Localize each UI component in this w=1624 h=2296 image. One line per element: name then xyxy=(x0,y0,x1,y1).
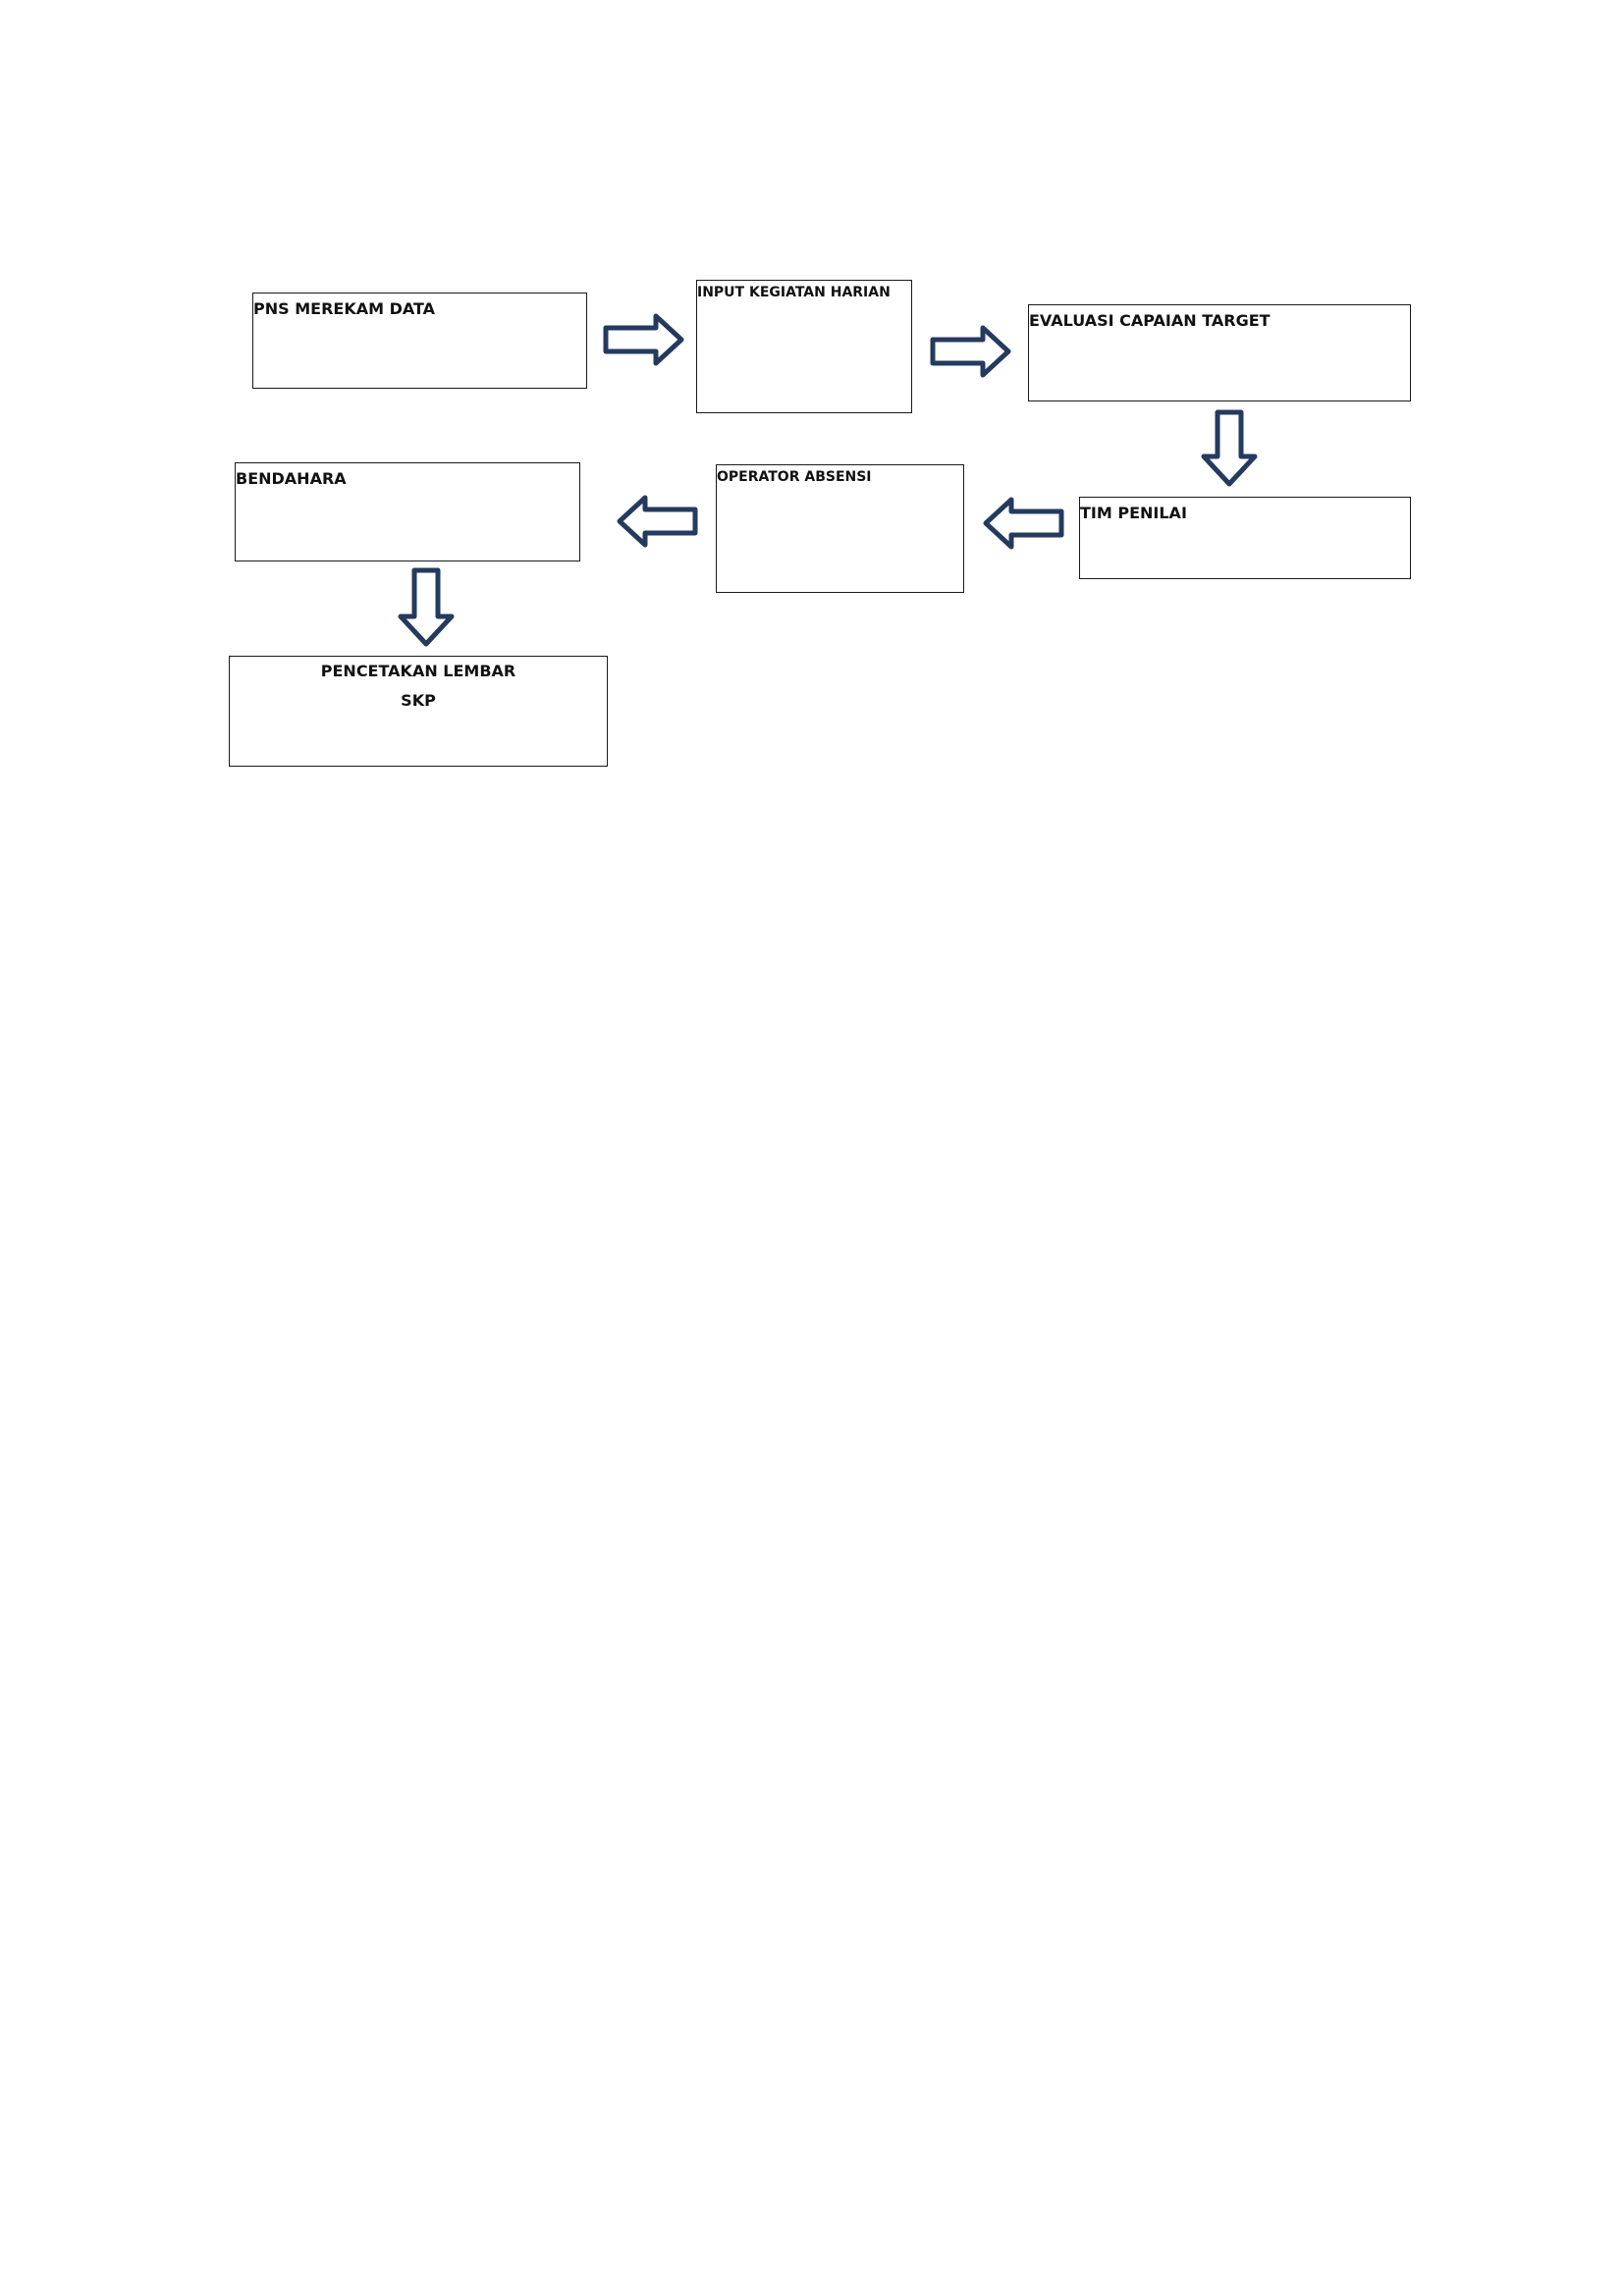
node-tim-penilai: TIM PENILAI xyxy=(1079,497,1411,579)
node-label: BENDAHARA xyxy=(236,469,347,488)
arrow-right-icon xyxy=(930,324,1012,379)
arrow-down-icon xyxy=(1200,409,1259,488)
node-label: OPERATOR ABSENSI xyxy=(717,469,872,485)
node-label: PENCETAKAN LEMBAR SKP xyxy=(230,657,607,716)
node-label: PNS MEREKAM DATA xyxy=(253,299,436,318)
node-input-kegiatan-harian: INPUT KEGIATAN HARIAN xyxy=(696,280,912,413)
node-bendahara: BENDAHARA xyxy=(235,462,580,561)
node-operator-absensi: OPERATOR ABSENSI xyxy=(716,464,964,593)
node-pns-merekam-data: PNS MEREKAM DATA xyxy=(252,293,587,389)
node-label-line1: PENCETAKAN LEMBAR xyxy=(320,662,516,680)
arrow-left-icon xyxy=(616,494,698,549)
node-label: INPUT KEGIATAN HARIAN xyxy=(697,285,891,300)
node-label: TIM PENILAI xyxy=(1080,504,1187,522)
node-label: EVALUASI CAPAIAN TARGET xyxy=(1029,311,1271,330)
node-evaluasi-capaian-target: EVALUASI CAPAIAN TARGET xyxy=(1028,304,1411,401)
arrow-right-icon xyxy=(603,312,685,367)
arrow-down-icon xyxy=(397,567,456,648)
node-pencetakan-lembar-skp: PENCETAKAN LEMBAR SKP xyxy=(229,656,608,767)
node-label-line2: SKP xyxy=(401,691,436,710)
arrow-left-icon xyxy=(982,496,1064,551)
